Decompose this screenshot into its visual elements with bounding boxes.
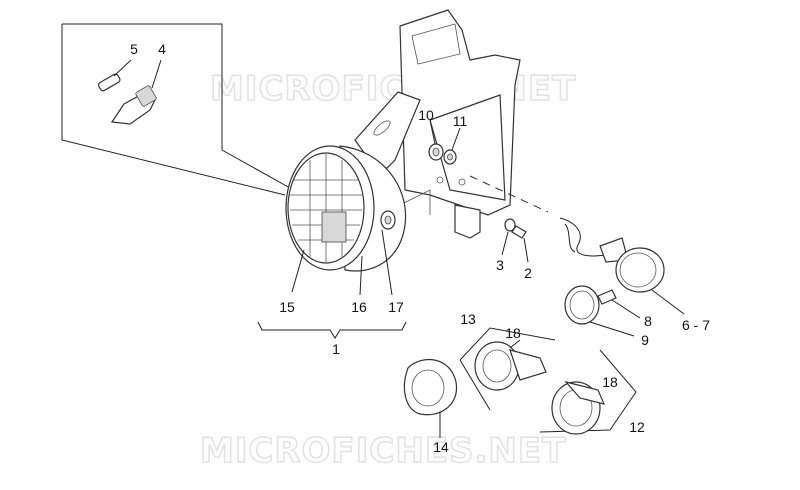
turn-indicator [599, 237, 685, 315]
label-11: 11 [453, 113, 468, 129]
label-18-upper: 18 [505, 325, 521, 341]
bulb-detail-box [61, 23, 291, 196]
label-5: 5 [130, 41, 138, 57]
horn-cover [403, 358, 458, 438]
watermark-bottom: MICROFICHES.NET [200, 431, 566, 471]
horn-12-group [539, 349, 637, 435]
indicator-lamp-and-lens [564, 285, 641, 337]
part-labels: 5 4 10 11 3 2 15 16 17 1 6 - 7 8 9 13 18… [130, 41, 710, 455]
label-8: 8 [644, 313, 652, 329]
indicator-wire [469, 175, 611, 257]
label-12: 12 [629, 419, 645, 435]
headlamp-assembly [285, 145, 407, 296]
label-18-lower: 18 [602, 374, 618, 390]
label-3: 3 [496, 257, 504, 273]
label-1: 1 [332, 341, 340, 357]
label-10: 10 [418, 107, 434, 123]
label-4: 4 [158, 41, 166, 57]
horn-13-group [459, 327, 556, 411]
label-14: 14 [433, 439, 449, 455]
small-bulb-part [97, 59, 132, 92]
label-15: 15 [279, 299, 295, 315]
label-13: 13 [460, 311, 476, 327]
label-17: 17 [388, 299, 404, 315]
headlight-bulb-part [110, 59, 162, 125]
label-9: 9 [641, 332, 649, 348]
label-16: 16 [351, 299, 367, 315]
label-6-7: 6 - 7 [682, 317, 710, 333]
group-bracket-1 [257, 321, 407, 339]
label-2: 2 [524, 265, 532, 281]
bolt-and-washer [501, 218, 529, 263]
rubber-bushings [428, 119, 461, 165]
